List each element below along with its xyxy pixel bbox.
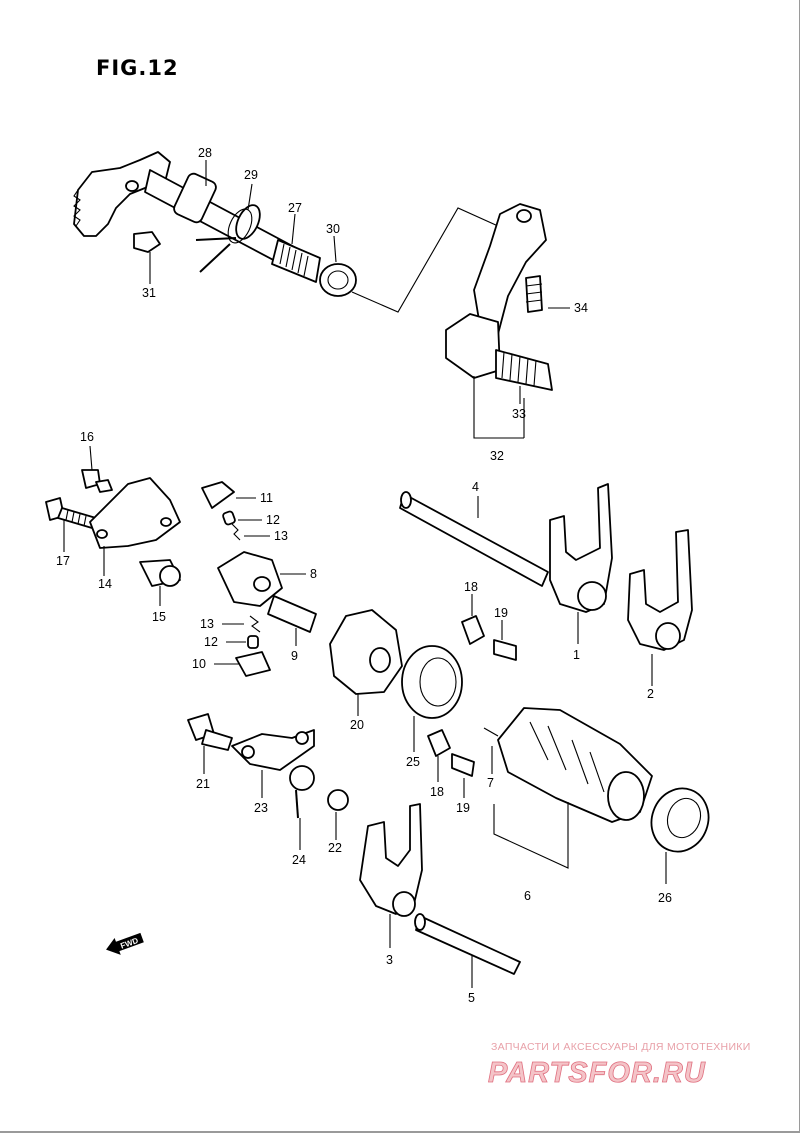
callout-31: 31 [142, 286, 156, 300]
callout-15: 15 [152, 610, 166, 624]
callout-33: 33 [512, 407, 526, 421]
plates-and-screws [427, 615, 517, 777]
callout-19-lower: 19 [456, 801, 470, 815]
callout-21: 21 [196, 777, 210, 791]
figure-title: FIG.12 [96, 56, 179, 80]
callout-14: 14 [98, 577, 112, 591]
callout-16: 16 [80, 430, 94, 444]
assembly-guide-line [351, 207, 499, 313]
callout-2: 2 [647, 687, 654, 701]
callout-17: 17 [56, 554, 70, 568]
callout-1: 1 [573, 648, 580, 662]
callout-12-lower: 12 [204, 635, 218, 649]
shift-forks [359, 483, 693, 917]
callout-25: 25 [406, 755, 420, 769]
callout-29: 29 [244, 168, 258, 182]
gear-shift-shaft-assembly [73, 151, 357, 297]
callout-18-upper: 18 [464, 580, 478, 594]
shift-pawl-group [201, 481, 317, 677]
leader-lines [63, 160, 667, 988]
callout-24: 24 [292, 853, 306, 867]
callout-5: 5 [468, 991, 475, 1005]
fwd-direction-badge: FWD [106, 932, 144, 955]
callout-13-upper: 13 [274, 529, 288, 543]
callout-34: 34 [574, 301, 588, 315]
callout-10: 10 [192, 657, 206, 671]
watermark-logo: PARTSFOR.RU [488, 1057, 706, 1089]
cam-stopper-group [187, 713, 349, 819]
watermark-logo-text: PARTSFOR.RU [488, 1057, 706, 1089]
callout-22: 22 [328, 841, 342, 855]
watermark-tagline: ЗАПЧАСТИ И АКСЕССУАРЫ ДЛЯ МОТОТЕХНИКИ [491, 1041, 751, 1053]
fwd-label: FWD [119, 936, 139, 951]
callout-11: 11 [260, 491, 273, 505]
callout-20: 20 [350, 718, 364, 732]
fork-shafts [399, 491, 549, 975]
callout-18-lower: 18 [430, 785, 444, 799]
callout-32: 32 [490, 449, 504, 463]
frame-border-bottom [0, 1131, 800, 1133]
callout-12-upper: 12 [266, 513, 280, 527]
shift-arm-assembly [445, 203, 553, 391]
cam-plate-retainer-group [45, 469, 181, 587]
needle-bearing-26 [650, 787, 710, 853]
callout-27: 27 [288, 201, 302, 215]
callout-9: 9 [291, 649, 298, 663]
callout-19-upper: 19 [494, 606, 508, 620]
callout-26: 26 [658, 891, 672, 905]
callout-30: 30 [326, 222, 340, 236]
callout-4: 4 [472, 480, 479, 494]
bracket-6 [493, 802, 569, 869]
callout-23: 23 [254, 801, 268, 815]
callout-13-lower: 13 [200, 617, 214, 631]
callout-3: 3 [386, 953, 393, 967]
cam-drum-plate [329, 609, 403, 695]
callout-6: 6 [524, 889, 531, 903]
callout-28: 28 [198, 146, 212, 160]
callout-7: 7 [487, 776, 494, 790]
bearing-25 [401, 645, 463, 719]
gearshift-cam-drum [483, 707, 653, 823]
callout-8: 8 [310, 567, 317, 581]
bracket-32 [473, 376, 525, 439]
